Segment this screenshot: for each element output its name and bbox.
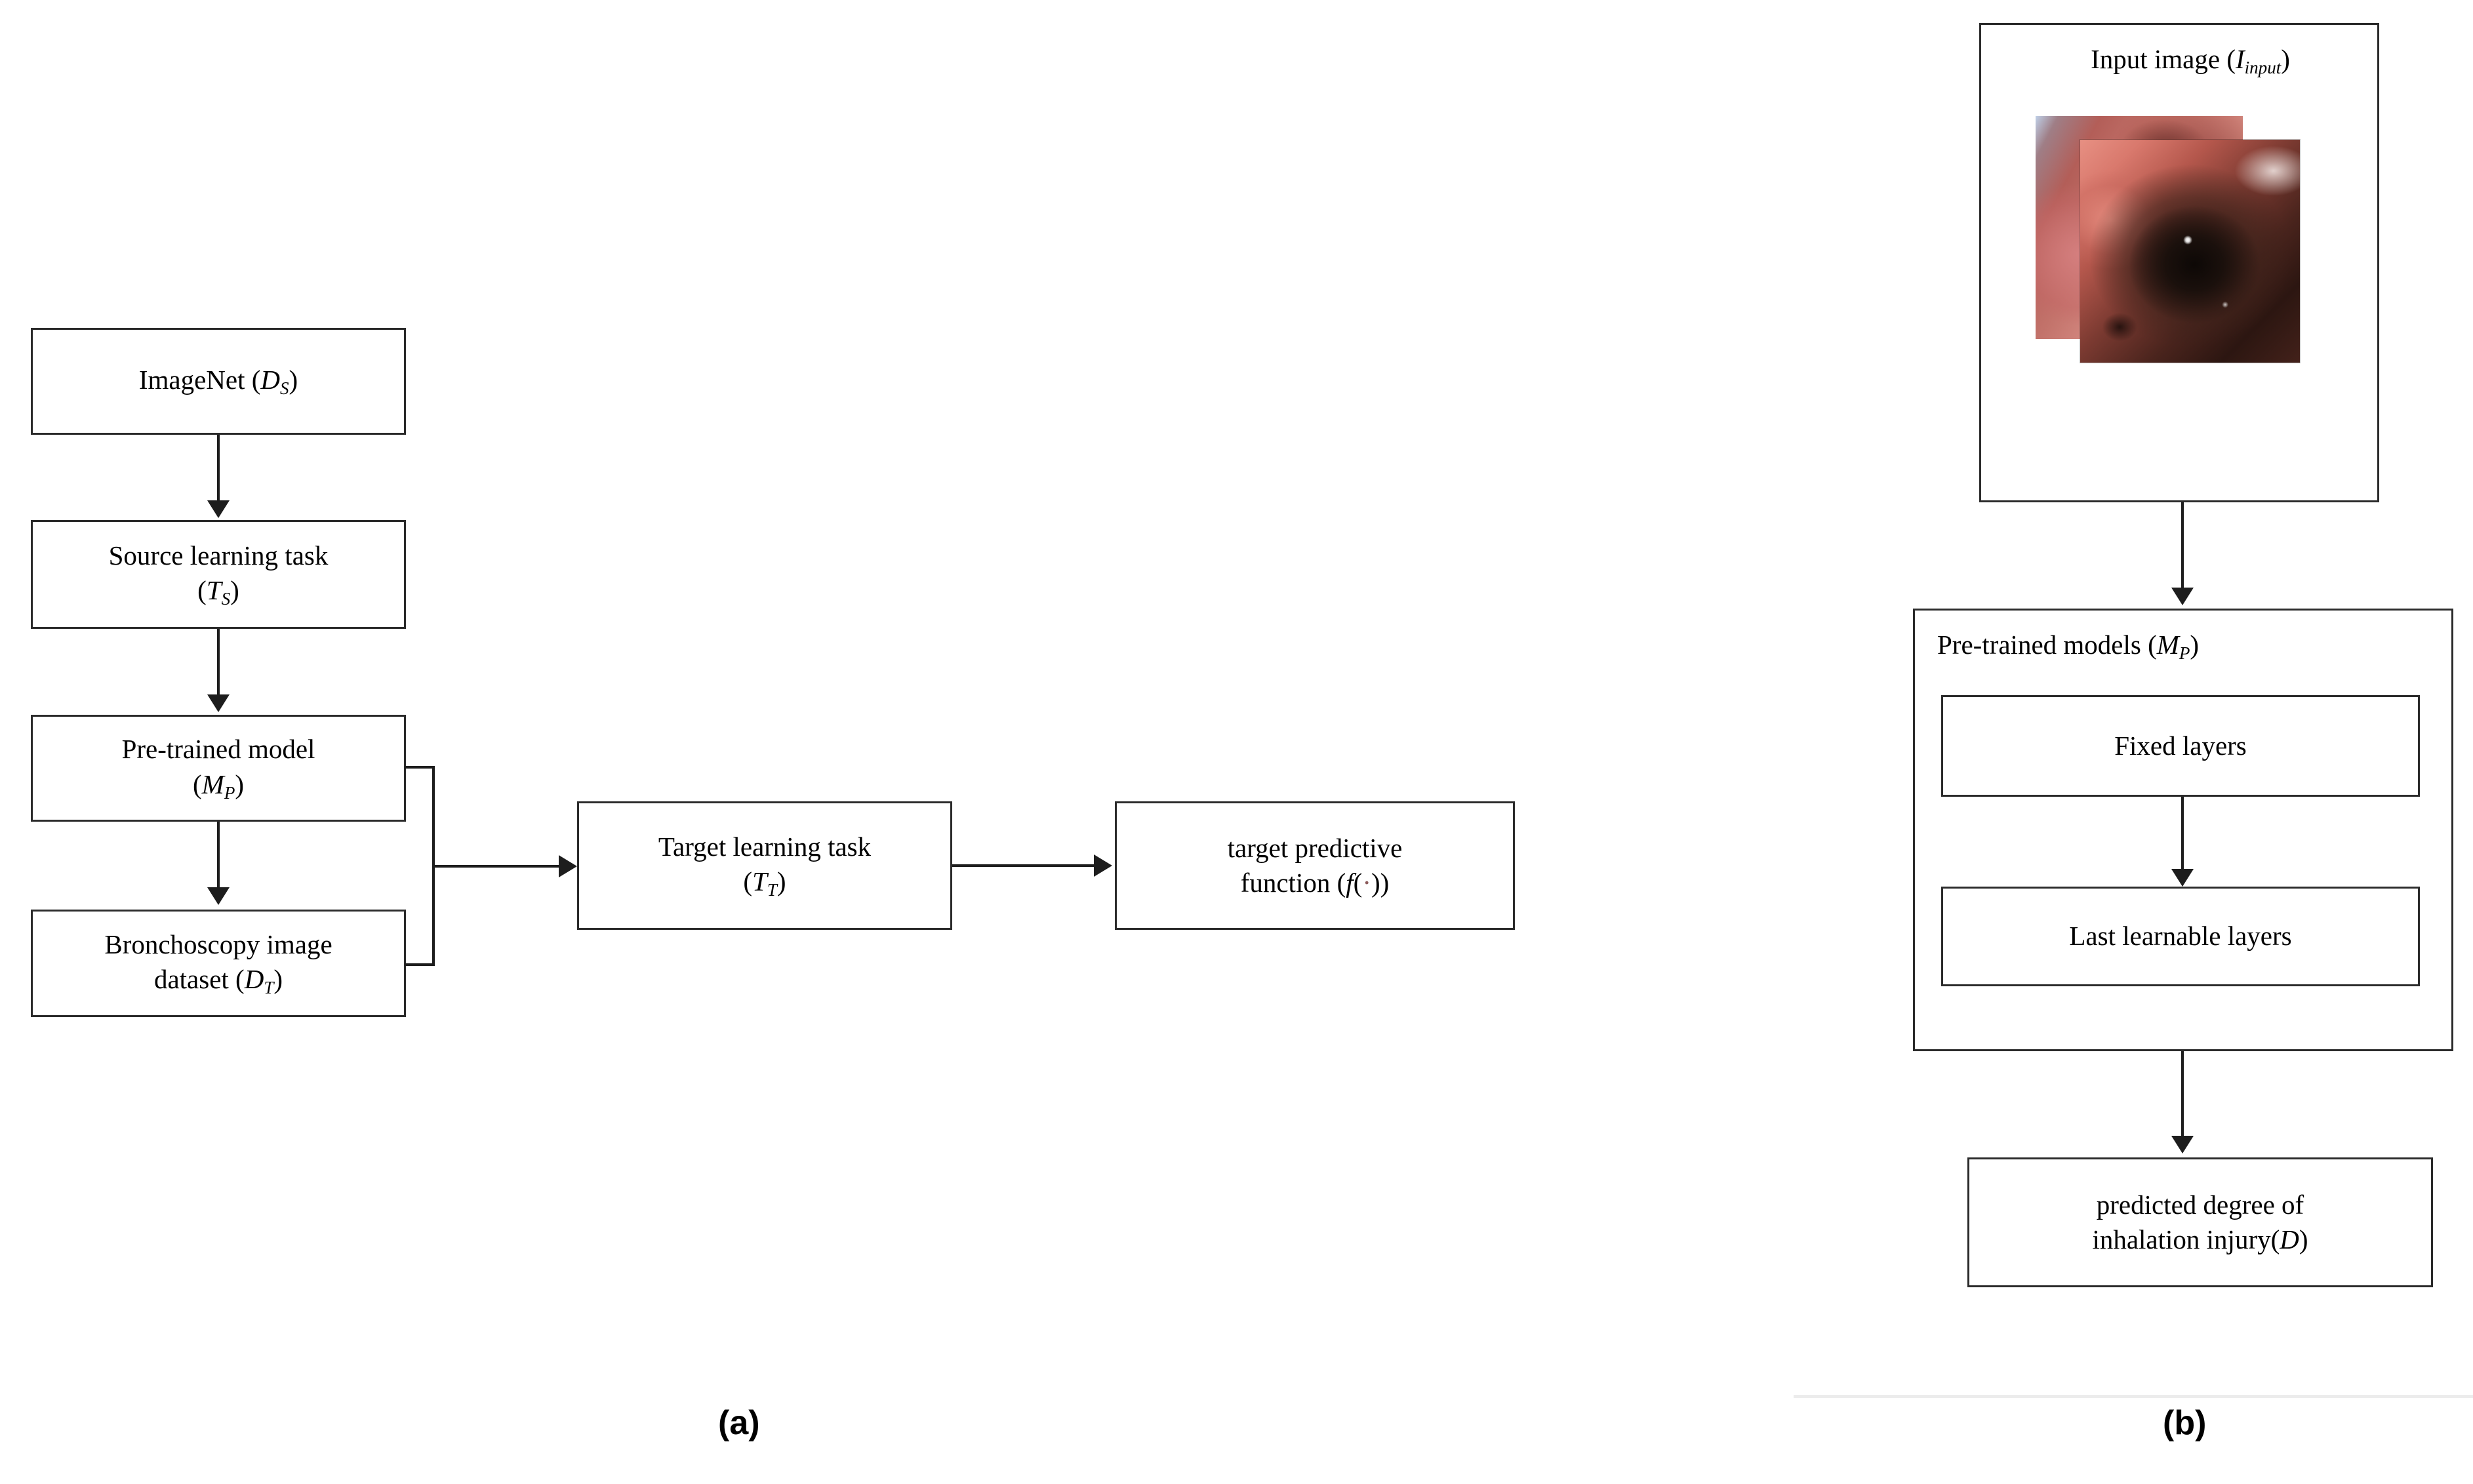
connector-source-to-pretrained — [217, 629, 220, 698]
var-t: T — [206, 575, 222, 605]
arrowhead-predictive — [1094, 854, 1112, 877]
var-m: M — [201, 769, 224, 799]
node-source-learning-task-label: Source learning task(TS) — [108, 540, 329, 609]
arrowhead-dataset — [207, 887, 230, 905]
panel-caption-b: (b) — [2163, 1404, 2207, 1442]
connector-pretrained-to-dataset — [217, 822, 220, 891]
node-imagenet: ImageNet (DS) — [31, 328, 406, 435]
sub-s: S — [279, 378, 289, 398]
arrowhead-pretrained — [207, 694, 230, 712]
sub-t: T — [767, 880, 777, 900]
arrowhead-target-task — [559, 855, 577, 877]
decorative-hairline — [1794, 1395, 2473, 1398]
arrowhead-source — [207, 500, 230, 518]
node-fixed-layers: Fixed layers — [1941, 695, 2420, 797]
arrowhead-models — [2171, 588, 2194, 605]
connector-models-to-output — [2181, 1051, 2184, 1140]
input-image-stack — [2036, 116, 2344, 391]
connector-input-to-models — [2181, 502, 2184, 589]
arrowhead-last-layers — [2171, 869, 2194, 887]
sub-input: input — [2244, 58, 2282, 78]
node-target-learning-task-label: Target learning task(TT) — [658, 831, 872, 900]
node-pretrained-models-label: Pre-trained models (MP) — [1937, 630, 2200, 664]
node-pretrained-model-label: Pre-trained model(MP) — [121, 734, 315, 803]
connector-bracket-to-target — [432, 865, 563, 868]
var-f: f — [1346, 868, 1354, 898]
sub-p: P — [224, 782, 235, 803]
bronchoscopy-photo-front — [2080, 140, 2300, 363]
node-last-learnable-layers-label: Last learnable layers — [2069, 921, 2292, 952]
sub-s: S — [221, 589, 231, 609]
sub-t: T — [264, 978, 274, 998]
var-d: D — [244, 964, 264, 994]
node-fixed-layers-label: Fixed layers — [2114, 730, 2247, 761]
var-d: D — [260, 364, 280, 395]
connector-fixed-to-last — [2181, 797, 2184, 873]
connector-imagenet-to-source — [217, 435, 220, 504]
var-m: M — [2156, 630, 2179, 660]
sub-p: P — [2179, 643, 2190, 664]
node-pretrained-model: Pre-trained model(MP) — [31, 715, 406, 822]
connector-target-to-predictive — [952, 864, 1098, 867]
node-imagenet-label: ImageNet (DS) — [138, 364, 298, 398]
var-t: T — [752, 866, 767, 896]
node-input-image-label: Input image (Iinput) — [2091, 44, 2290, 78]
var-d: D — [2280, 1224, 2299, 1254]
var-i: I — [2235, 44, 2245, 74]
arrowhead-output — [2171, 1136, 2194, 1153]
node-last-learnable-layers: Last learnable layers — [1941, 887, 2420, 986]
center-dot: · — [1362, 868, 1371, 898]
node-source-learning-task: Source learning task(TS) — [31, 520, 406, 629]
panel-caption-a: (a) — [718, 1404, 760, 1442]
node-target-learning-task: Target learning task(TT) — [577, 801, 952, 930]
